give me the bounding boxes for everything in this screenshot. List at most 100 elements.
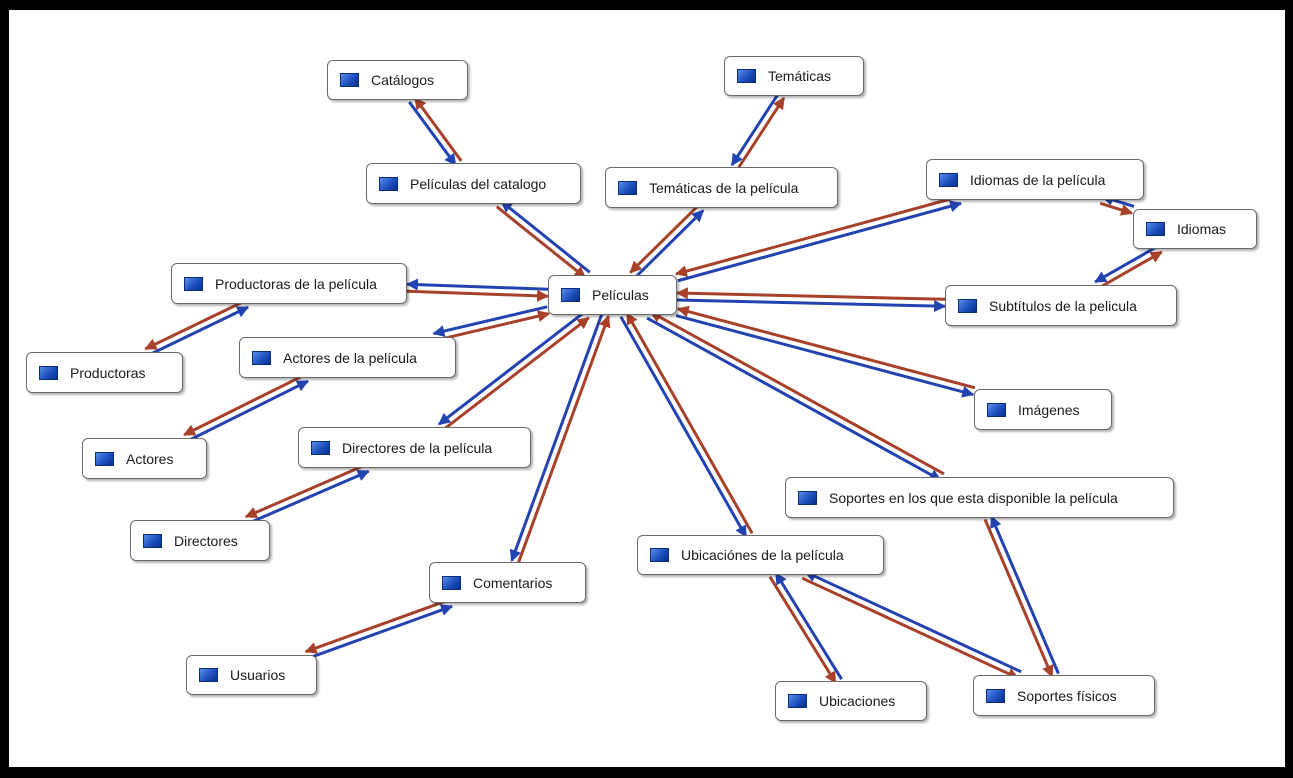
node-comentarios[interactable]: Comentarios xyxy=(429,562,586,603)
arrow-peliculas-to-tematicas_pelicula xyxy=(634,209,705,279)
arrow-imagenes-to-peliculas xyxy=(676,305,976,390)
arrow-catalogos-to-peliculas_catalogo xyxy=(408,101,457,167)
node-label: Películas xyxy=(592,287,649,303)
node-label: Productoras xyxy=(70,364,146,381)
arrow-ubicaciones_pelicula-to-soportes_fisicos xyxy=(801,576,1020,680)
arrow-soportes_disponible-to-soportes_fisicos xyxy=(983,518,1054,678)
node-label: Temáticas xyxy=(768,68,832,84)
node-peliculas[interactable]: Películas xyxy=(548,275,677,315)
arrow-soportes_fisicos-to-soportes_disponible xyxy=(990,515,1060,675)
arrow-peliculas-to-subtitulos_pelicula xyxy=(676,298,947,313)
node-imagenes[interactable]: Imágenes xyxy=(974,389,1112,430)
arrow-productoras-to-productoras_pelicula xyxy=(147,305,250,357)
node-tematicas-de-la-pelicula[interactable]: Temáticas de la película xyxy=(605,167,838,208)
arrow-comentarios-to-peliculas xyxy=(516,315,611,564)
node-label: Ubicaciónes de la película xyxy=(681,547,844,563)
folder-icon xyxy=(650,548,669,562)
folder-icon xyxy=(199,668,218,682)
node-label: Directores de la película xyxy=(342,439,493,456)
arrow-idiomas_pelicula-to-peliculas xyxy=(674,195,960,277)
node-idiomas-de-la-pelicula[interactable]: Idiomas de la película xyxy=(926,159,1144,200)
arrow-tematicas_pelicula-to-tematicas xyxy=(736,96,786,170)
arrow-productoras_pelicula-to-peliculas xyxy=(406,289,550,302)
folder-icon xyxy=(939,172,958,187)
arrow-peliculas-to-ubicaciones_pelicula xyxy=(619,315,748,538)
node-label: Idiomas xyxy=(1177,221,1227,237)
relation-arrows xyxy=(144,93,1163,684)
node-label: Imágenes xyxy=(1018,401,1080,418)
arrow-directores_pelicula-to-directores xyxy=(244,463,367,519)
arrow-tematicas-to-tematicas_pelicula xyxy=(730,93,780,167)
node-label: Usuarios xyxy=(230,667,286,683)
arrow-productoras_pelicula-to-productoras xyxy=(144,299,246,351)
node-label: Directores xyxy=(174,532,238,549)
folder-icon xyxy=(737,69,756,83)
node-label: Catálogos xyxy=(371,72,435,88)
arrow-tematicas_pelicula-to-peliculas xyxy=(629,204,700,274)
node-soportes-disponible-pelicula[interactable]: Soportes en los que esta disponible la p… xyxy=(785,477,1174,518)
node-label: Soportes en los que esta disponible la p… xyxy=(829,489,1118,506)
arrow-usuarios-to-comentarios xyxy=(307,604,454,660)
diagram-canvas: Películas Catálogos Temáticas Películas … xyxy=(9,10,1285,767)
node-tematicas[interactable]: Temáticas xyxy=(724,56,864,96)
node-actores[interactable]: Actores xyxy=(82,438,207,479)
folder-icon xyxy=(311,440,330,455)
arrow-peliculas-to-imagenes xyxy=(675,314,975,398)
arrow-soportes_disponible-to-peliculas xyxy=(649,310,945,476)
folder-icon xyxy=(788,694,807,708)
node-ubicaciones-de-la-pelicula[interactable]: Ubicaciónes de la película xyxy=(637,535,884,575)
node-label: Temáticas de la película xyxy=(649,179,799,196)
node-label: Películas del catalogo xyxy=(410,175,547,192)
arrow-ubicaciones-to-ubicaciones_pelicula xyxy=(774,572,843,680)
folder-icon xyxy=(143,533,162,548)
folder-icon xyxy=(618,180,637,195)
node-label: Soportes físicos xyxy=(1017,687,1117,704)
node-label: Productoras de la película xyxy=(215,275,377,292)
arrow-peliculas_catalogo-to-peliculas xyxy=(495,205,587,279)
arrow-comentarios-to-usuarios xyxy=(304,598,451,654)
node-label: Ubicaciones xyxy=(819,693,896,709)
node-label: Comentarios xyxy=(473,574,553,591)
folder-icon xyxy=(379,176,398,191)
arrow-actores_pelicula-to-peliculas xyxy=(434,310,550,342)
folder-icon xyxy=(252,350,271,365)
arrow-soportes_fisicos-to-ubicaciones_pelicula xyxy=(804,570,1022,674)
node-subtitulos-de-la-pelicula[interactable]: Subtítulos de la pelicula xyxy=(945,285,1177,326)
node-usuarios[interactable]: Usuarios xyxy=(186,655,317,695)
node-idiomas[interactable]: Idiomas xyxy=(1133,209,1257,249)
folder-icon xyxy=(986,688,1005,703)
node-soportes-fisicos[interactable]: Soportes físicos xyxy=(973,675,1155,716)
folder-icon xyxy=(340,73,359,87)
node-directores[interactable]: Directores xyxy=(130,520,270,561)
folder-icon xyxy=(184,276,203,291)
node-label: Actores de la película xyxy=(283,349,417,366)
arrow-ubicaciones_pelicula-to-ubicaciones xyxy=(768,576,837,684)
folder-icon xyxy=(561,288,580,302)
arrow-peliculas-to-directores_pelicula xyxy=(438,311,586,426)
node-catalogos[interactable]: Catálogos xyxy=(327,60,468,100)
arrow-subtitulos_pelicula-to-idiomas xyxy=(1097,250,1163,290)
folder-icon xyxy=(958,298,977,313)
folder-icon xyxy=(798,490,817,505)
arrow-peliculas-to-actores_pelicula xyxy=(432,305,548,337)
arrow-subtitulos_pelicula-to-peliculas xyxy=(675,287,946,301)
arrow-ubicaciones_pelicula-to-peliculas xyxy=(625,312,754,535)
node-label: Subtítulos de la pelicula xyxy=(989,297,1137,314)
node-directores-de-la-pelicula[interactable]: Directores de la película xyxy=(298,427,531,468)
arrow-peliculas-to-productoras_pelicula xyxy=(405,278,549,291)
node-actores-de-la-pelicula[interactable]: Actores de la película xyxy=(239,337,456,378)
node-label: Actores xyxy=(126,450,174,467)
arrow-directores_pelicula-to-peliculas xyxy=(442,316,590,431)
node-peliculas-del-catalogo[interactable]: Películas del catalogo xyxy=(366,163,581,204)
arrow-peliculas-to-peliculas_catalogo xyxy=(500,200,591,274)
arrow-peliculas_catalogo-to-catalogos xyxy=(413,96,463,162)
node-label: Idiomas de la película xyxy=(970,171,1106,188)
node-ubicaciones[interactable]: Ubicaciones xyxy=(775,681,927,721)
arrow-peliculas-to-idiomas_pelicula xyxy=(677,200,963,283)
node-productoras-de-la-pelicula[interactable]: Productoras de la película xyxy=(171,263,407,304)
node-productoras[interactable]: Productoras xyxy=(26,352,183,393)
arrow-directores-to-directores_pelicula xyxy=(248,469,370,525)
arrow-idiomas-to-subtitulos_pelicula xyxy=(1094,244,1159,284)
arrow-peliculas-to-comentarios xyxy=(509,313,604,562)
folder-icon xyxy=(1146,222,1165,236)
